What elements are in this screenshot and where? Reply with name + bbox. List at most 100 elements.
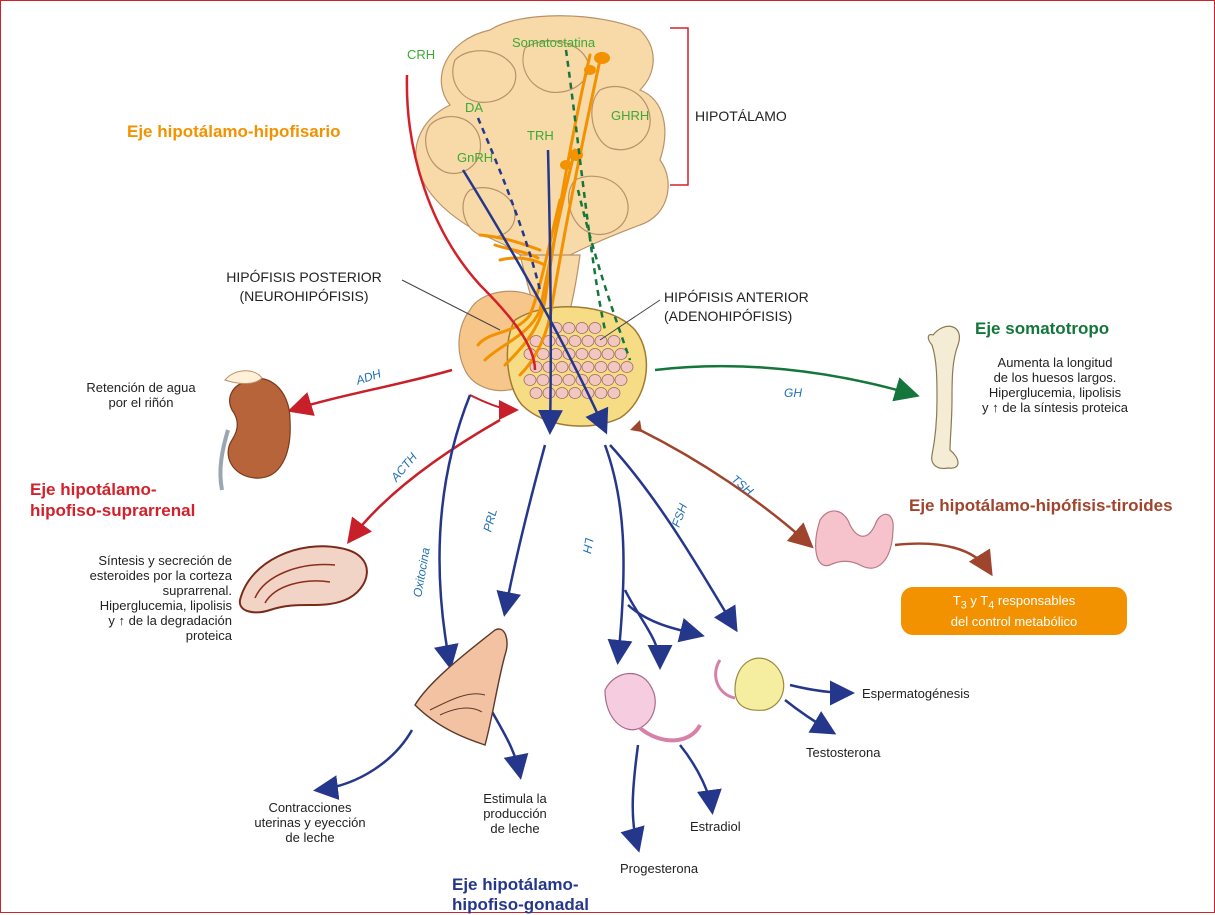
pituitary-cell bbox=[589, 349, 601, 360]
t3-t4-box: T3 y T4 responsables del control metaból… bbox=[901, 587, 1127, 635]
effect-espermatogenesis: Espermatogénesis bbox=[862, 686, 970, 701]
contracciones-line3: de leche bbox=[235, 830, 385, 845]
t3-letter: T bbox=[953, 593, 961, 608]
lh-arrow-3 bbox=[628, 605, 700, 635]
pituitary-cell bbox=[563, 375, 575, 386]
anterior-line2: (ADENOHIPÓFISIS) bbox=[664, 307, 809, 326]
pituitary-cell bbox=[589, 323, 601, 334]
contracciones-arrow bbox=[318, 730, 412, 790]
effect-rinon: Retención de agua por el riñón bbox=[66, 380, 216, 410]
t4-letter: y T bbox=[967, 593, 988, 608]
posterior-line1: HIPÓFISIS POSTERIOR bbox=[194, 268, 414, 287]
suprarrenal-line2: hipofiso-suprarrenal bbox=[30, 500, 195, 521]
effect-contracciones: Contracciones uterinas y eyección de lec… bbox=[235, 800, 385, 845]
gh-line3: Hiperglucemia, lipolisis bbox=[960, 385, 1150, 400]
testis-illustration bbox=[716, 658, 784, 710]
pituitary-cell bbox=[582, 362, 594, 373]
tsh-arrow bbox=[640, 430, 810, 545]
axis-gonadal: Eje hipotálamo- hipofiso-gonadal bbox=[452, 875, 589, 915]
pituitary-cell bbox=[537, 375, 549, 386]
axis-hipotalamo-hipofisario: Eje hipotálamo-hipofisario bbox=[127, 124, 340, 139]
crh-feedback-arrow bbox=[470, 395, 515, 410]
ovary-illustration bbox=[605, 674, 700, 741]
leche-line3: de leche bbox=[460, 821, 570, 836]
lh-arrow-1 bbox=[605, 445, 624, 660]
pituitary-cell bbox=[608, 362, 620, 373]
label-crh: CRH bbox=[407, 47, 435, 62]
label-da: DA bbox=[465, 100, 483, 115]
label-lh: LH bbox=[579, 537, 596, 555]
pituitary-cell bbox=[589, 375, 601, 386]
pituitary-cell bbox=[615, 375, 627, 386]
effect-testosterona: Testosterona bbox=[806, 745, 880, 760]
acth-line2: esteroides por la corteza bbox=[32, 568, 232, 583]
suprarrenal-line1: Eje hipotálamo- bbox=[30, 479, 195, 500]
pituitary-cell bbox=[563, 323, 575, 334]
pituitary-cell bbox=[595, 362, 607, 373]
pituitary-cell bbox=[608, 336, 620, 347]
effect-progesterona: Progesterona bbox=[620, 861, 698, 876]
pituitary-cell bbox=[602, 349, 614, 360]
t3-line1: T3 y T4 responsables bbox=[901, 593, 1127, 614]
thyroid-illustration bbox=[816, 511, 893, 568]
contracciones-line2: uterinas y eyección bbox=[235, 815, 385, 830]
hypothalamus-bracket bbox=[670, 28, 688, 185]
pituitary-cell bbox=[582, 336, 594, 347]
pituitary-cell bbox=[569, 336, 581, 347]
prl-arrow bbox=[505, 445, 545, 612]
label-trh: TRH bbox=[527, 128, 554, 143]
axis-tiroides: Eje hipotálamo-hipófisis-tiroides bbox=[909, 498, 1173, 513]
acth-line6: proteica bbox=[32, 628, 232, 643]
pituitary-cell bbox=[524, 375, 536, 386]
label-hipotalamo: HIPOTÁLAMO bbox=[695, 107, 787, 126]
label-gh: GH bbox=[784, 386, 802, 401]
pituitary-cell bbox=[608, 388, 620, 399]
tsh-origin-arrowhead bbox=[630, 420, 642, 432]
progesterona-arrow bbox=[633, 745, 638, 848]
leche-line2: producción bbox=[460, 806, 570, 821]
gh-line2: de los huesos largos. bbox=[960, 370, 1150, 385]
acth-arrow bbox=[350, 420, 500, 540]
kidney-illustration bbox=[220, 371, 290, 490]
effect-acth: Síntesis y secreción de esteroides por l… bbox=[32, 553, 232, 643]
rinon-line1: Retención de agua bbox=[66, 380, 216, 395]
t3-line2: del control metabólico bbox=[901, 614, 1127, 629]
leche-arrow bbox=[490, 708, 520, 775]
pituitary-cell bbox=[556, 388, 568, 399]
estradiol-arrow bbox=[680, 745, 712, 810]
bone-illustration bbox=[928, 326, 959, 468]
label-somatostatina: Somatostatina bbox=[512, 35, 595, 50]
t3-responsables: responsables bbox=[994, 593, 1075, 608]
pituitary-cell bbox=[556, 362, 568, 373]
breast-illustration bbox=[415, 629, 507, 745]
pituitary-cell bbox=[595, 388, 607, 399]
pituitary-cell bbox=[543, 388, 555, 399]
effect-gh: Aumenta la longitud de los huesos largos… bbox=[960, 355, 1150, 415]
adrenal-illustration bbox=[240, 546, 367, 612]
pituitary-cell bbox=[530, 388, 542, 399]
label-ghrh: GHRH bbox=[611, 108, 649, 123]
axis-somatotropo: Eje somatotropo bbox=[975, 321, 1109, 336]
thyroid-to-t3-arrow bbox=[895, 544, 990, 572]
posterior-line2: (NEUROHIPÓFISIS) bbox=[194, 287, 414, 306]
label-hipofisis-posterior: HIPÓFISIS POSTERIOR (NEUROHIPÓFISIS) bbox=[194, 268, 414, 306]
gh-line1: Aumenta la longitud bbox=[960, 355, 1150, 370]
testosterona-arrow bbox=[785, 700, 832, 732]
label-hipofisis-anterior: HIPÓFISIS ANTERIOR (ADENOHIPÓFISIS) bbox=[664, 288, 809, 326]
acth-line1: Síntesis y secreción de bbox=[32, 553, 232, 568]
pituitary-cell bbox=[595, 336, 607, 347]
hypothalamus-shape bbox=[416, 16, 668, 310]
acth-line5: y ↑ de la degradación bbox=[32, 613, 232, 628]
pituitary-cell bbox=[569, 388, 581, 399]
pituitary-cell bbox=[576, 323, 588, 334]
oxitocina-arrow bbox=[440, 395, 470, 665]
effect-leche: Estimula la producción de leche bbox=[460, 791, 570, 836]
pituitary-cell bbox=[621, 362, 633, 373]
gonadal-line1: Eje hipotálamo- bbox=[452, 875, 589, 895]
anterior-line1: HIPÓFISIS ANTERIOR bbox=[664, 288, 809, 307]
axis-suprarrenal: Eje hipotálamo- hipofiso-suprarrenal bbox=[30, 479, 195, 521]
lh-arrow-2 bbox=[625, 590, 660, 665]
rinon-line2: por el riñón bbox=[66, 395, 216, 410]
gonadal-line2: hipofiso-gonadal bbox=[452, 895, 589, 915]
